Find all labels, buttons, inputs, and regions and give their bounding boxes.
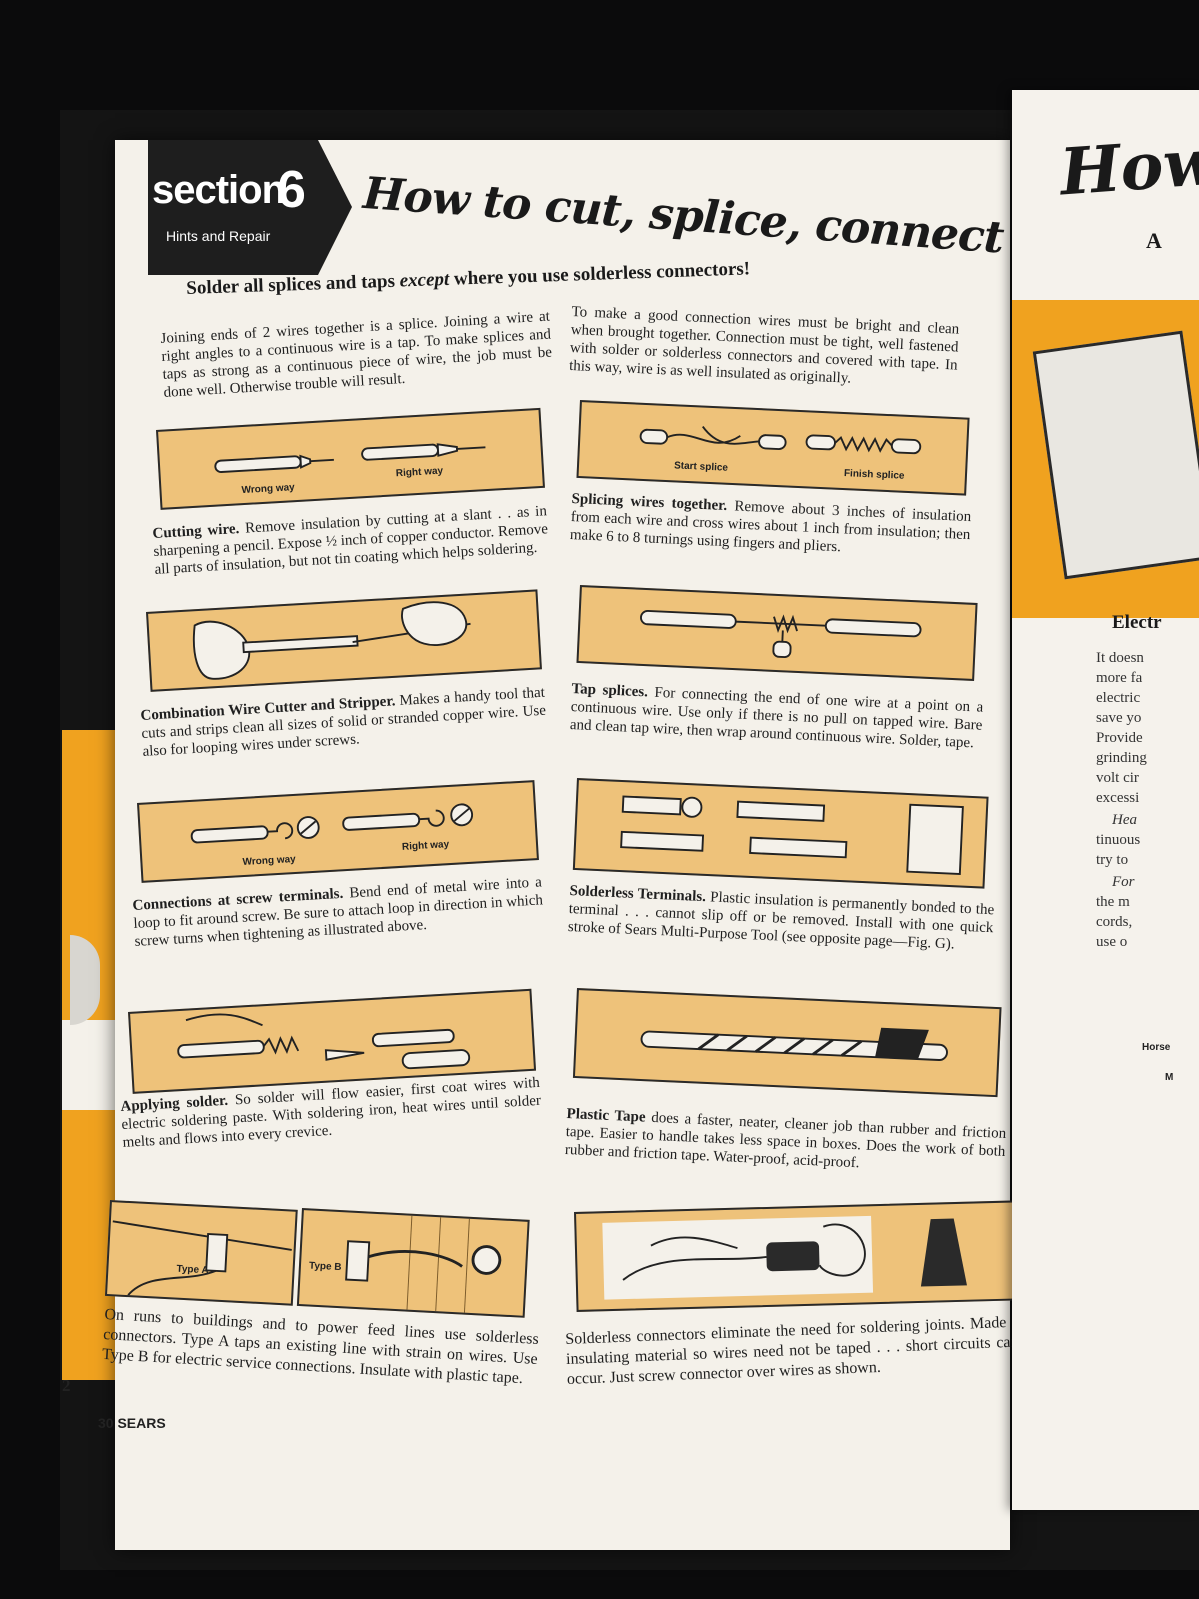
right-line: volt cir [1096, 770, 1139, 786]
type-a-label: Type A [176, 1263, 209, 1277]
right-line: use o [1096, 934, 1128, 950]
right-table-label: Horse [1142, 1042, 1171, 1053]
right-line: It doesn [1096, 650, 1144, 666]
right-page-subtitle: A [1146, 228, 1162, 253]
applying-solder-illustration [128, 988, 537, 1094]
right-line: more fa [1096, 670, 1143, 686]
right-line: electric [1096, 690, 1141, 706]
right-table-label-2: M [1165, 1072, 1174, 1083]
wire-stripper-illustration [146, 589, 542, 692]
tap-splice-illustration [576, 585, 978, 681]
section-number: 6 [277, 161, 306, 219]
type-a-connector-illustration: Type A [104, 1200, 298, 1306]
right-line: tinuous [1096, 832, 1141, 848]
right-line: Hea [1112, 812, 1137, 828]
right-line: excessi [1096, 790, 1140, 806]
page-footer: 30 SEARS [98, 1415, 166, 1431]
section-badge-arrow [318, 140, 352, 275]
right-line: the m [1096, 894, 1130, 910]
cutting-wire-illustration: Wrong way Right way [156, 407, 545, 510]
right-line: try to [1096, 852, 1129, 868]
right-line: For [1112, 874, 1135, 890]
thumb-tab [70, 935, 100, 1025]
wire-connector-illustration [574, 1200, 1019, 1312]
right-line: Provide [1096, 730, 1143, 746]
solderless-terminals-illustration [572, 778, 989, 889]
side-page-number: 2 [62, 1376, 71, 1395]
section-word: section [152, 168, 286, 212]
right-page-heading: Electr [1112, 612, 1162, 633]
right-page-title: How [1057, 124, 1199, 211]
section-subtitle: Hints and Repair [166, 228, 271, 244]
plastic-tape-illustration [572, 988, 1002, 1098]
splice-illustration: Start splice Finish splice [576, 400, 970, 496]
right-line: save yo [1096, 710, 1142, 726]
section-badge [148, 140, 318, 275]
type-b-connector-illustration: Type B [296, 1208, 530, 1318]
screw-terminal-illustration: Wrong way Right way [137, 780, 539, 883]
right-line: grinding [1096, 750, 1147, 766]
type-b-label: Type B [308, 1260, 342, 1274]
right-line: cords, [1096, 914, 1133, 930]
